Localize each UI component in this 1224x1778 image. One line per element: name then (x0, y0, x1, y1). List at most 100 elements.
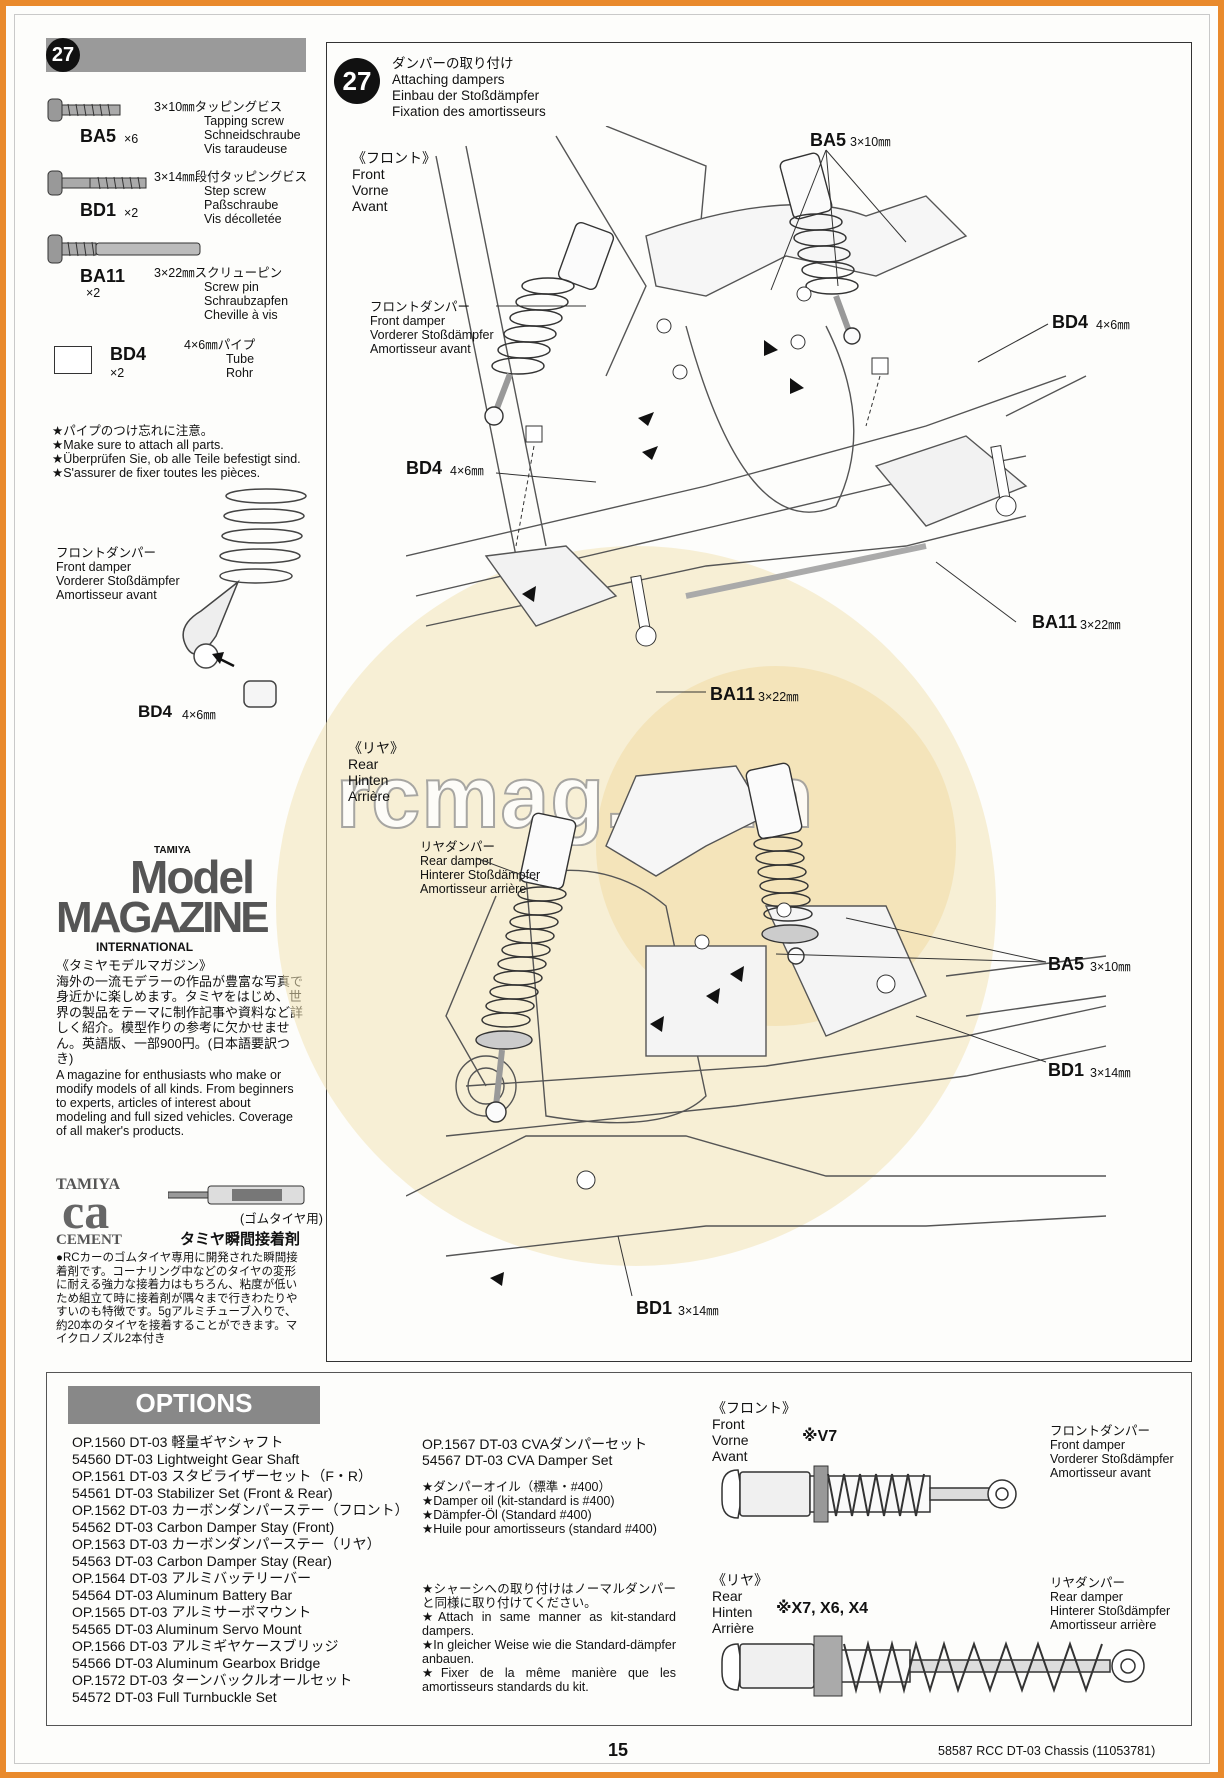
callout-bd4-right-code: BD4 (1052, 312, 1089, 332)
cement-tube-icon (168, 1185, 305, 1205)
option-line: OP.1572 DT-03 ターンバックルオールセット (72, 1672, 353, 1688)
main-step-title: ダンパーの取り付け Attaching dampers Einbau der S… (392, 56, 546, 119)
option-rear-label: 《リヤ》 Rear Hinten Arrière (712, 1572, 768, 1636)
option-front-damper-label: フロントダンパー Front damper Vorderer Stoßdämpf… (1050, 1424, 1174, 1480)
detail-bd4-size: 4×6㎜ (182, 708, 216, 722)
option-line: 54563 DT-03 Carbon Damper Stay (Rear) (72, 1553, 332, 1569)
cva-option-jp: OP.1567 DT-03 CVAダンパーセット (422, 1436, 648, 1452)
part-code-bd1: BD1 (80, 200, 117, 220)
callout-bd4-left-code: BD4 (406, 458, 443, 478)
front-suspension-illustration (406, 126, 1087, 647)
option-line: 54564 DT-03 Aluminum Battery Bar (72, 1587, 293, 1603)
part-spec-bd1: 3×14㎜段付タッピングビス (154, 170, 308, 184)
part-qty-bd1: ×2 (124, 206, 139, 220)
option-line: OP.1561 DT-03 スタビライザーセット（F・R） (72, 1468, 373, 1484)
front-section-label: 《フロント》 Front Vorne Avant (352, 150, 436, 214)
magazine-brand: TAMIYA (154, 845, 191, 856)
part-names-bd1: Step screw Paßschraube Vis décolletée (204, 184, 282, 226)
options-title: OPTIONS (68, 1386, 320, 1424)
cva-front-damper-illustration (721, 1465, 1017, 1523)
cva-rear-damper-illustration (721, 1635, 1145, 1697)
option-rear-part: ※X7, X6, X4 (776, 1600, 869, 1617)
callout-ba5-front-size: 3×10㎜ (850, 135, 891, 149)
page-frame (14, 14, 1210, 1764)
callout-bd1-bottom-code: BD1 (636, 1298, 673, 1318)
part-names-ba11: Screw pin Schraubzapfen Cheville à vis (204, 280, 289, 322)
part-names-bd4: Tube Rohr (226, 352, 255, 380)
callout-ba11-bottom-code: BA11 (710, 684, 756, 704)
sidebar-step-bar (46, 38, 306, 72)
magazine-title-international: INTERNATIONAL (96, 940, 194, 954)
callout-bd4-left-size: 4×6㎜ (450, 464, 484, 478)
part-spec-ba5: 3×10㎜タッピングビス (154, 100, 283, 114)
tamiya-ca-cement-logo: TAMIYA ca CEMENT (56, 1176, 166, 1248)
cement-brand: TAMIYA (56, 1176, 121, 1193)
option-line: OP.1563 DT-03 カーボンダンパーステー（リヤ） (72, 1536, 381, 1552)
option-rear-damper-label: リヤダンパー Rear damper Hinterer Stoßdämpfer … (1050, 1576, 1171, 1632)
magazine-description-en: A magazine for enthusiasts who make or m… (56, 1068, 294, 1138)
attach-parts-note: ★パイプのつけ忘れに注意。 ★Make sure to attach all p… (52, 424, 301, 480)
part-qty-ba11: ×2 (86, 286, 101, 300)
magazine-title-model: Model (130, 851, 255, 903)
detail-front-damper-label: フロントダンパー Front damper Vorderer Stoßdämpf… (56, 546, 180, 602)
magazine-description-jp: 《タミヤモデルマガジン》 海外の一流モデラーの作品が豊富な写真で身近かに楽しめま… (56, 958, 304, 1066)
option-line: OP.1562 DT-03 カーボンダンパーステー（フロント） (72, 1502, 409, 1518)
callout-ba5-rear-code: BA5 (1048, 954, 1085, 974)
option-line: OP.1566 DT-03 アルミギヤケースブリッジ (72, 1638, 339, 1654)
front-leader-lines (495, 149, 1049, 693)
callout-ba11-right-size: 3×22㎜ (1080, 618, 1121, 632)
manual-page: 27 BA5 ×6 3×10㎜タッピングビス Tapping screw Sch… (6, 6, 1218, 1772)
screw-ba5-icon (47, 98, 121, 122)
part-spec-bd4: 4×6㎜パイプ (184, 338, 256, 352)
callout-bd1-right-code: BD1 (1048, 1060, 1085, 1080)
cement-title-jp: タミヤ瞬間接着剤 (180, 1231, 301, 1248)
front-damper-detail-illustration (182, 488, 307, 708)
damper-oil-note: ★ダンパーオイル（標準・#400） ★Damper oil (kit-stand… (422, 1480, 657, 1536)
option-line: 54566 DT-03 Aluminum Gearbox Bridge (72, 1655, 321, 1671)
part-names-ba5: Tapping screw Schneidschraube Vis taraud… (204, 114, 301, 156)
option-line: OP.1564 DT-03 アルミバッテリーバー (72, 1570, 312, 1586)
callout-bd1-right-size: 3×14㎜ (1090, 1066, 1131, 1080)
callout-bd1-bottom-size: 3×14㎜ (678, 1304, 719, 1318)
option-line: 54560 DT-03 Lightweight Gear Shaft (72, 1451, 300, 1467)
rear-suspension-illustration (406, 762, 1107, 1286)
main-step-number: 27 (334, 58, 380, 104)
option-line: OP.1560 DT-03 軽量ギヤシャフト (72, 1434, 284, 1450)
cement-description-jp: ●RCカーのゴムタイヤ専用に開発された瞬間接着剤です。コーナリング中などのタイヤ… (56, 1252, 298, 1345)
option-line: OP.1565 DT-03 アルミサーボマウント (72, 1604, 312, 1620)
attach-same-manner-note: ★シャーシへの取り付けはノーマルダンパーと同様に取り付けてください。 ★Atta… (422, 1582, 676, 1694)
part-code-ba11: BA11 (80, 266, 126, 286)
cement-logo-ca: ca (62, 1183, 110, 1239)
step-27-panel (326, 42, 1192, 1362)
part-qty-ba5: ×6 (124, 132, 139, 146)
callout-ba11-bottom-size: 3×22㎜ (758, 690, 799, 704)
callout-bd4-right-size: 4×6㎜ (1096, 318, 1130, 332)
callout-ba5-rear-size: 3×10㎜ (1090, 960, 1131, 974)
screw-bd1-icon (47, 170, 147, 196)
cement-subtitle: (ゴムタイヤ用) (240, 1212, 323, 1226)
tube-bd4-icon (54, 346, 92, 374)
rear-damper-label: リヤダンパー Rear damper Hinterer Stoßdämpfer … (420, 840, 541, 896)
part-spec-ba11: 3×22㎜スクリューピン (154, 266, 283, 280)
magazine-title-magazine: MAGAZINE (56, 893, 270, 942)
part-code-ba5: BA5 (80, 126, 117, 146)
callout-ba11-right-code: BA11 (1032, 612, 1078, 632)
part-qty-bd4: ×2 (110, 366, 125, 380)
cement-word: CEMENT (56, 1232, 122, 1248)
option-line: 54572 DT-03 Full Turnbuckle Set (72, 1689, 277, 1705)
sidebar-step-number: 27 (46, 38, 80, 72)
detail-bd4-code: BD4 (138, 702, 173, 721)
option-line: 54565 DT-03 Aluminum Servo Mount (72, 1621, 302, 1637)
page-number: 15 (608, 1740, 629, 1760)
part-code-bd4: BD4 (110, 344, 147, 364)
cva-option-en: 54567 DT-03 CVA Damper Set (422, 1452, 613, 1468)
option-line: 54561 DT-03 Stabilizer Set (Front & Rear… (72, 1485, 333, 1501)
front-damper-label: フロントダンパー Front damper Vorderer Stoßdämpf… (370, 300, 494, 356)
callout-ba5-front-code: BA5 (810, 130, 847, 150)
option-front-part: ※V7 (802, 1428, 838, 1445)
options-list: OP.1560 DT-03 軽量ギヤシャフト 54560 DT-03 Light… (72, 1434, 432, 1706)
option-line: 54562 DT-03 Carbon Damper Stay (Front) (72, 1519, 335, 1535)
rear-section-label: 《リヤ》 Rear Hinten Arrière (348, 740, 404, 804)
option-front-label: 《フロント》 Front Vorne Avant (712, 1400, 796, 1464)
options-panel (46, 1372, 1192, 1726)
